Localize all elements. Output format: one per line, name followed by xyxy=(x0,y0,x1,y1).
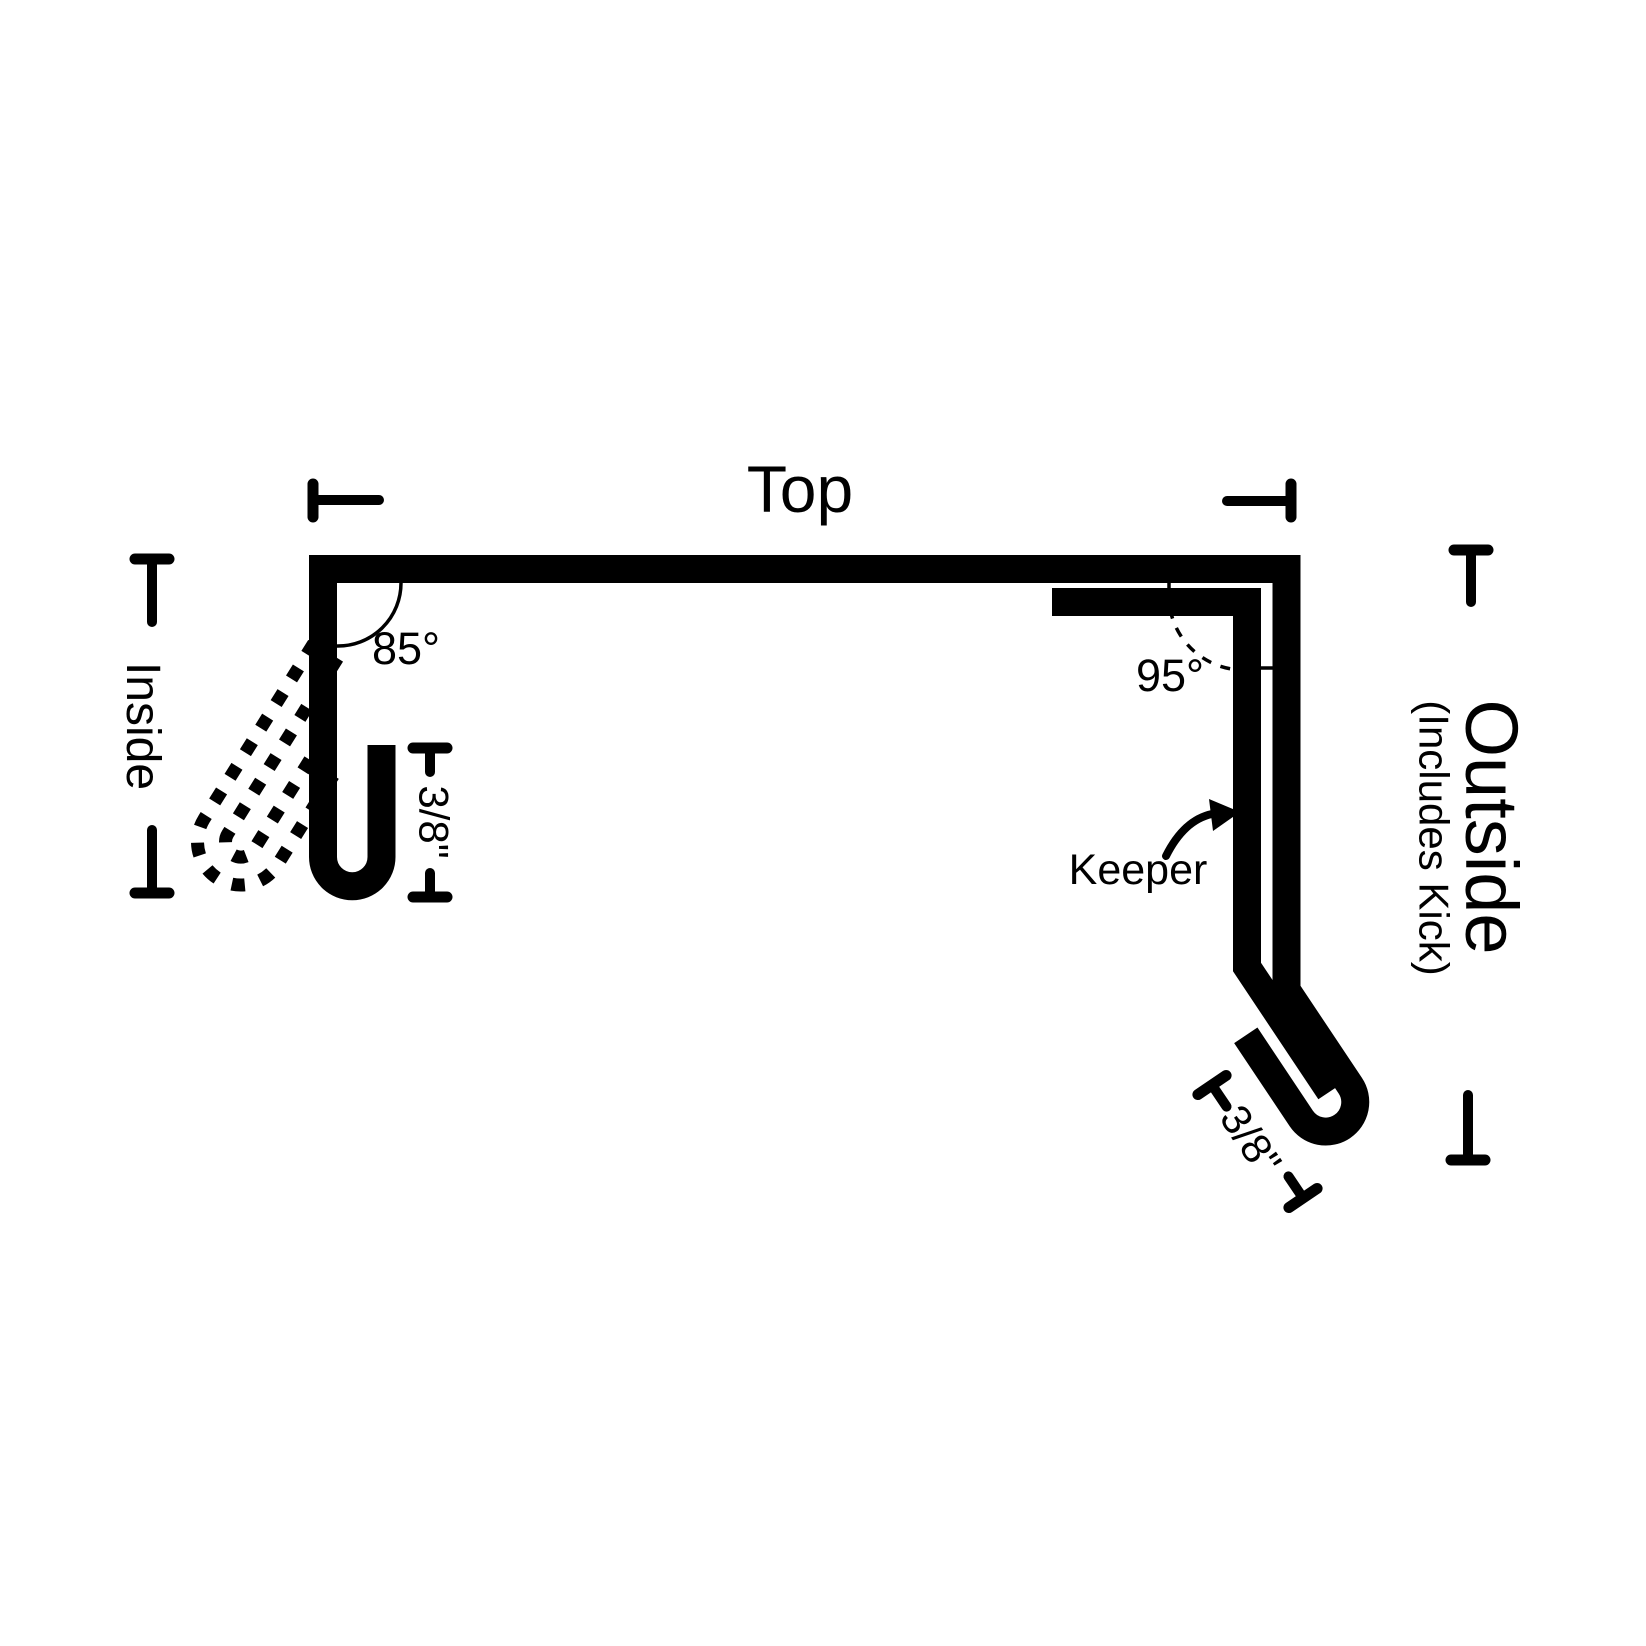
dimension-tick-right-hem-bottom xyxy=(1283,1171,1323,1214)
inside-label: Inside xyxy=(116,662,169,790)
dimension-tick-outside-top xyxy=(1448,544,1494,607)
keeper-label: Keeper xyxy=(1069,846,1208,894)
includes-kick-label: (Includes Kick) xyxy=(1410,700,1457,975)
dimension-tick-outside-bottom xyxy=(1445,1090,1491,1166)
dimension-tick-inside-top xyxy=(129,553,175,627)
dimension-tick-left-hem-bottom xyxy=(407,868,453,903)
dimension-tick-left-hem-top xyxy=(407,742,453,777)
dimension-tick-inside-bottom xyxy=(129,825,175,899)
left-hem-dimension-ticks xyxy=(407,742,453,903)
top-dimension-ticks xyxy=(307,478,1297,523)
dimension-tick-right-hem-top xyxy=(1192,1069,1232,1112)
keeper-arrow-curve xyxy=(1162,810,1216,860)
dimension-tick-top-left xyxy=(307,478,384,523)
right-hem-dimension-ticks xyxy=(1192,1069,1323,1214)
outside-label: Outside xyxy=(1450,699,1533,954)
keeper-arrowhead-icon xyxy=(1209,799,1240,831)
dimension-tick-top-right xyxy=(1222,478,1297,523)
dashed-kick-inner-edge xyxy=(219,654,344,864)
keeper-piece xyxy=(1052,588,1342,1100)
outside-dimension-ticks xyxy=(1445,544,1494,1166)
angle-arc-85 xyxy=(336,582,403,648)
angle-95-label: 95° xyxy=(1136,650,1204,701)
profile-outline xyxy=(309,555,1370,1146)
angle-85-label: 85° xyxy=(372,623,440,674)
inside-dimension-ticks xyxy=(129,553,175,899)
angle-arc-95 xyxy=(1167,588,1257,672)
left-hem-dimension-label: 3/8" xyxy=(410,785,457,858)
dashed-kick-outer-edge xyxy=(191,639,341,892)
top-label: Top xyxy=(747,452,853,526)
dashed-kick-outline xyxy=(191,639,344,892)
keeper-arrow xyxy=(1162,799,1240,860)
